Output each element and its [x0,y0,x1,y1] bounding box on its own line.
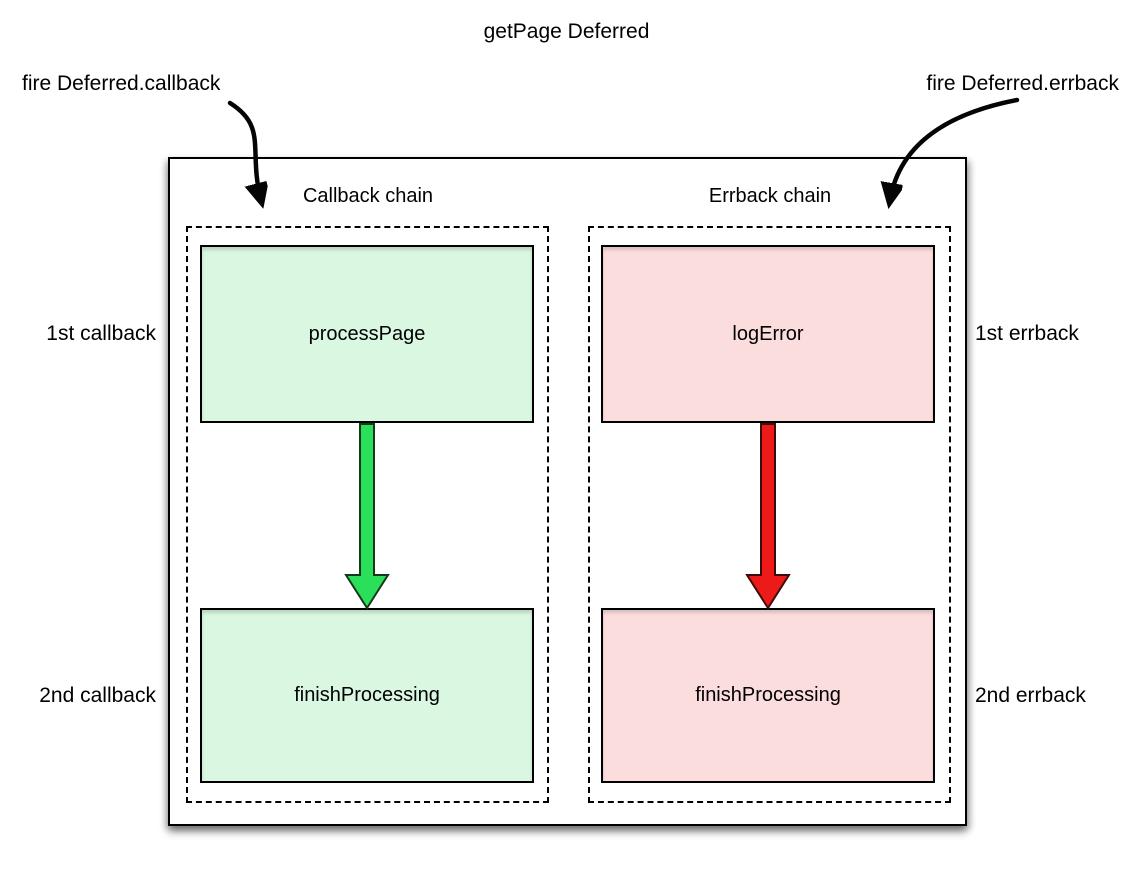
second-callback-label: 2nd callback [39,684,156,707]
node-finish-processing-callback: finishProcessing [200,608,534,783]
node-finish-processing-errback: finishProcessing [601,608,935,783]
node-label: logError [732,322,804,345]
node-process-page: processPage [200,245,534,423]
first-errback-label: 1st errback [975,322,1079,345]
errback-chain-header: Errback chain [708,185,832,207]
node-label: finishProcessing [294,684,440,706]
node-log-error: logError [601,245,935,423]
node-label: processPage [308,322,426,345]
callback-chain-header: Callback chain [302,185,434,207]
first-callback-label: 1st callback [46,322,156,345]
errback-chain-group [588,226,951,803]
callback-flow-arrow-icon [344,423,390,610]
node-label: finishProcessing [695,684,841,706]
diagram-title: getPage Deferred [483,20,650,43]
errback-flow-arrow-icon [745,423,791,610]
second-errback-label: 2nd errback [975,684,1086,707]
fire-callback-annotation: fire Deferred.callback [22,72,221,95]
callback-chain-group [186,226,549,803]
fire-errback-annotation: fire Deferred.errback [926,72,1119,95]
